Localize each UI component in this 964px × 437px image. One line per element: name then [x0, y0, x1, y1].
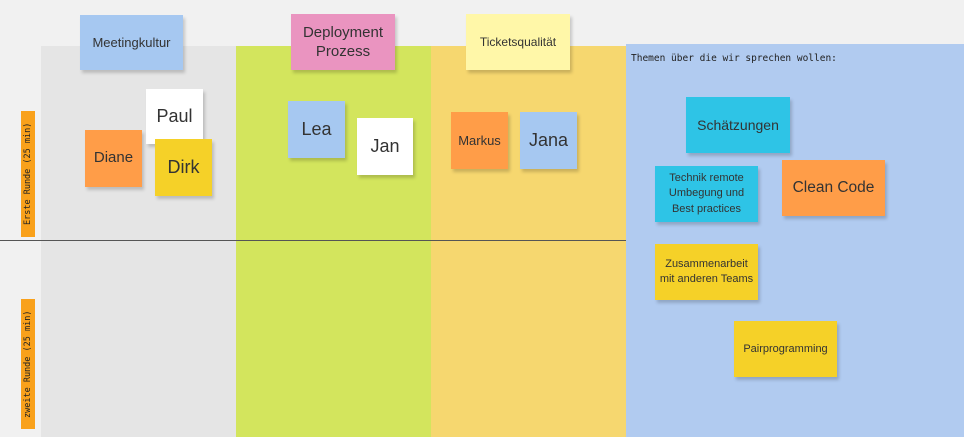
row-label-erste-runde: Erste Runde (25 min): [21, 111, 35, 237]
column-themen: [626, 44, 964, 437]
person-note-dirk[interactable]: Dirk: [155, 139, 212, 196]
theme-note-technik-remote[interactable]: Technik remote Umbegung und Best practic…: [655, 166, 758, 222]
person-note-jan[interactable]: Jan: [357, 118, 413, 175]
person-note-markus[interactable]: Markus: [451, 112, 508, 169]
column-tickets: [431, 46, 626, 437]
person-note-diane[interactable]: Diane: [85, 130, 142, 187]
topic-note-tickets[interactable]: Ticketsqualität: [466, 14, 570, 70]
column-meetingkultur: [41, 46, 236, 437]
theme-note-pairprogramming[interactable]: Pairprogramming: [734, 321, 837, 377]
row-divider: [0, 240, 626, 241]
topic-note-deployment[interactable]: Deployment Prozess: [291, 14, 395, 70]
person-note-jana[interactable]: Jana: [520, 112, 577, 169]
theme-note-schaetzungen[interactable]: Schätzungen: [686, 97, 790, 153]
theme-note-zusammenarbeit[interactable]: Zusammenarbeit mit anderen Teams: [655, 244, 758, 300]
row-label-zweite-runde: zweite Runde (25 min): [21, 299, 35, 429]
theme-note-clean-code[interactable]: Clean Code: [782, 160, 885, 216]
themen-heading: Themen über die wir sprechen wollen:: [631, 53, 837, 64]
person-note-paul[interactable]: Paul: [146, 89, 203, 144]
topic-note-meetingkultur[interactable]: Meetingkultur: [80, 15, 183, 70]
person-note-lea[interactable]: Lea: [288, 101, 345, 158]
